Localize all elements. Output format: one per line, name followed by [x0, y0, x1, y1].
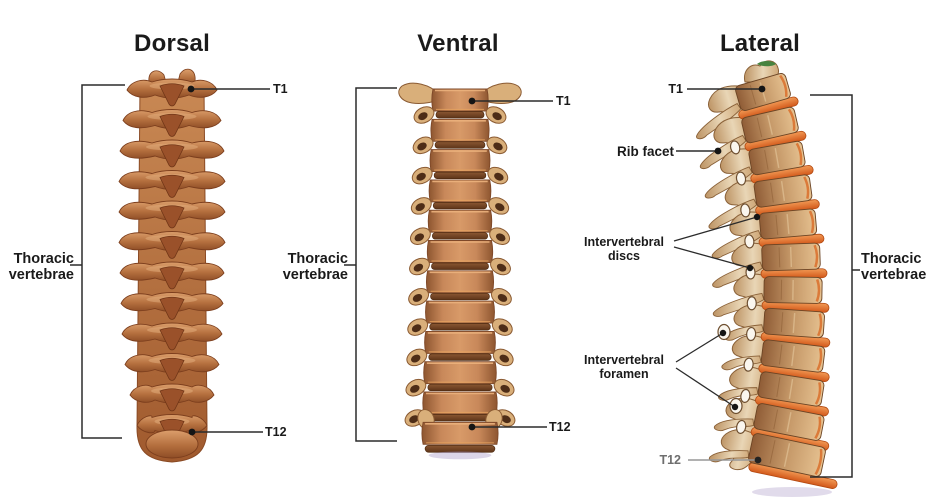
panel-title-lateral: Lateral — [719, 30, 801, 57]
discs-dot-upper — [753, 213, 761, 221]
panel-title-ventral: Ventral — [417, 30, 499, 57]
foramen-dot-lower — [731, 403, 739, 411]
foramen-leader-upper — [675, 332, 724, 363]
dorsal-bracket — [81, 84, 125, 439]
discs-leader-lower — [673, 246, 751, 269]
lateral-spine-drawing — [696, 60, 838, 497]
lateral-t12-label: T12 — [659, 453, 681, 467]
lateral-bracket — [810, 94, 853, 478]
rib-facet-label: Rib facet — [616, 144, 674, 159]
dorsal-t1-dot — [187, 85, 195, 93]
lateral-t1-dot — [758, 85, 766, 93]
ventral-t1-dot — [468, 97, 476, 105]
intervertebral-discs-label: Intervertebral discs — [584, 235, 664, 263]
dorsal-t12-label: T12 — [265, 425, 287, 439]
discs-leader-upper — [673, 216, 758, 242]
lateral-bracket-label: Thoracic vertebrae — [861, 251, 927, 283]
panel-title-dorsal: Dorsal — [134, 30, 210, 57]
dorsal-bracket-label: Thoracic vertebrae — [8, 251, 74, 283]
dorsal-t1-label: T1 — [273, 82, 288, 96]
annotation-overlay — [70, 84, 860, 478]
ventral-bracket-label: Thoracic vertebrae — [282, 251, 348, 283]
ventral-t12-dot — [468, 423, 476, 431]
dorsal-t12-dot — [188, 428, 196, 436]
foramen-leader-lower — [675, 367, 736, 408]
spine-illustrations — [118, 60, 838, 497]
discs-dot-lower — [746, 264, 754, 272]
dorsal-spine-drawing — [118, 68, 226, 463]
rib-facet-dot — [714, 147, 722, 155]
lateral-t1-label: T1 — [668, 82, 683, 96]
ventral-spine-drawing — [398, 82, 522, 460]
ventral-t12-label: T12 — [549, 420, 571, 434]
lateral-t12-dot — [754, 456, 762, 464]
ventral-bracket — [355, 87, 397, 442]
intervertebral-foramen-label: Intervertebral foramen — [584, 353, 664, 381]
foramen-dot-upper — [719, 329, 727, 337]
ventral-t1-label: T1 — [556, 94, 571, 108]
